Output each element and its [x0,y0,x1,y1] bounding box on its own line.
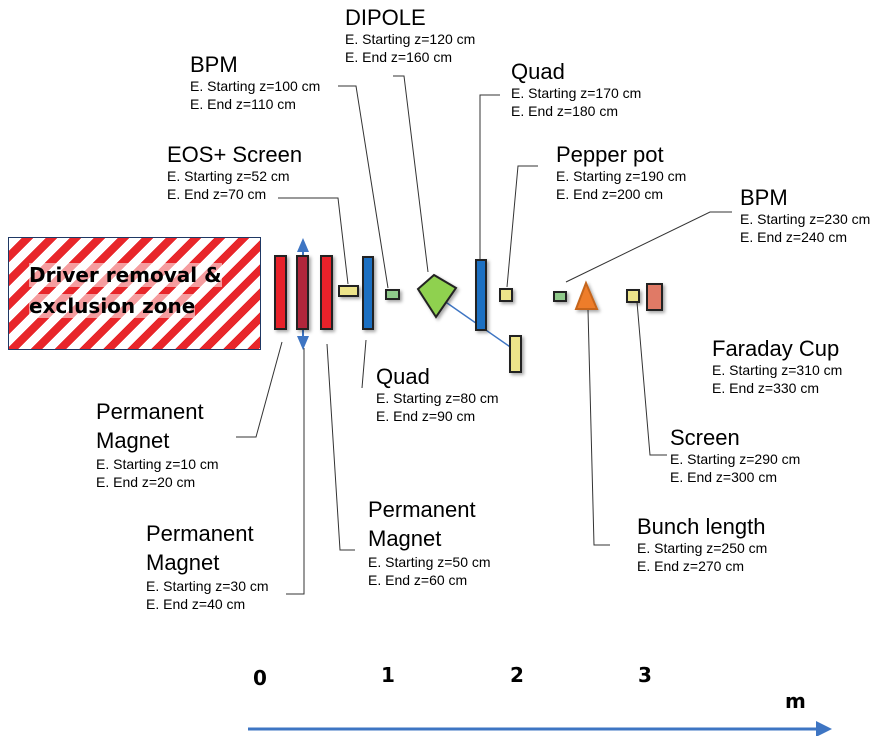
label-bpm-1: BPM E. Starting z=100 cm E. End z=110 cm [190,52,321,113]
label-permanent-magnet-3: Permanent Magnet E. Starting z=50 cm E. … [368,497,491,588]
bpm-2 [553,291,567,302]
quad-1 [362,256,374,330]
leader-bunch [587,309,610,546]
leader-pepper [506,165,538,288]
leader-quad2 [479,94,500,260]
axis-tick-2: 2 [510,663,524,687]
label-screen: Screen E. Starting z=290 cm E. End z=300… [670,425,801,486]
label-bpm-2: BPM E. Starting z=230 cm E. End z=240 cm [740,185,871,246]
leader-pm2 [286,348,305,595]
bunch-length-monitor [574,280,599,310]
leader-dipole [393,75,429,273]
axis-unit: m [785,689,806,713]
leader-bpm2 [565,211,732,283]
offset-screen [509,335,522,373]
leader-lines [236,75,732,595]
label-quad-1: Quad E. Starting z=80 cm E. End z=90 cm [376,364,499,425]
pepper-pot [499,288,513,302]
exclusion-zone-label: Driver removal &exclusion zone [29,263,222,318]
leader-quad1 [361,339,367,389]
leader-eos [278,197,349,285]
label-quad-2: Quad E. Starting z=170 cm E. End z=180 c… [511,59,642,120]
leader-pm1 [236,341,283,438]
eos-screen [338,285,359,297]
dipole-magnet [416,273,458,319]
screen-2 [626,289,640,303]
leader-bpm1 [338,85,389,289]
label-permanent-magnet-2: Permanent Magnet E. Starting z=30 cm E. … [146,521,269,612]
leader-screen [636,301,667,456]
permanent-magnet-1 [274,255,287,330]
axis-tick-0: 0 [253,666,267,690]
label-dipole: DIPOLE E. Starting z=120 cm E. End z=160… [345,5,476,66]
label-eos-screen: EOS+ Screen E. Starting z=52 cm E. End z… [167,142,303,203]
permanent-magnet-3 [320,255,333,330]
axis-arrow [248,721,832,736]
bpm-1 [385,289,400,300]
label-pepper-pot: Pepper pot E. Starting z=190 cm E. End z… [556,142,687,203]
label-permanent-magnet-1: Permanent Magnet E. Starting z=10 cm E. … [96,399,219,490]
leader-pm3 [326,343,355,551]
exclusion-zone: Driver removal &exclusion zone [8,237,261,350]
axis-tick-1: 1 [381,663,395,687]
label-faraday-cup: Faraday Cup E. Starting z=310 cm E. End … [712,336,843,397]
quad-2 [475,259,487,331]
permanent-magnet-2 [296,255,309,330]
axis-tick-3: 3 [638,663,652,687]
faraday-cup [646,283,663,311]
label-bunch-length: Bunch length E. Starting z=250 cm E. End… [637,514,768,575]
